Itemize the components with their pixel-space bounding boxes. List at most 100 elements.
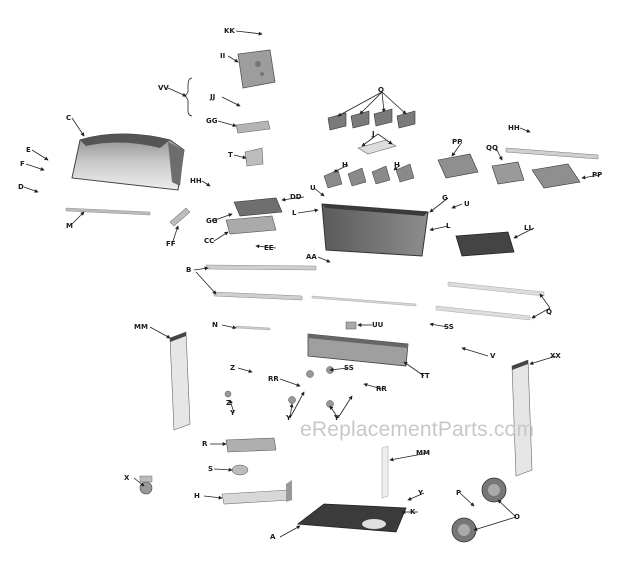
firebox-part	[321, 203, 429, 257]
leader-line	[281, 196, 305, 202]
part-label-gg-top: GG	[206, 117, 218, 125]
leader-line	[393, 164, 401, 171]
part-label-ff: FF	[166, 240, 176, 248]
leader-line	[473, 516, 517, 531]
part-label-a: A	[270, 533, 276, 541]
leader-line	[229, 399, 235, 414]
part-label-l: L	[292, 209, 297, 217]
part-label-ii: II	[220, 52, 226, 60]
part-label-y-left: Y	[230, 409, 236, 417]
leader-line	[221, 324, 237, 330]
control-plate-part	[237, 49, 276, 89]
leader-line	[381, 91, 386, 113]
leader-line	[461, 347, 489, 357]
lid-handle-part	[65, 207, 151, 216]
part-label-t: T	[228, 151, 233, 159]
bottom-shelf-part	[296, 503, 407, 533]
leader-line	[407, 492, 425, 501]
igniter-part	[345, 321, 357, 330]
part-label-tt: TT	[420, 372, 430, 380]
part-label-x: X	[124, 474, 130, 482]
part-label-n: N	[212, 321, 218, 329]
leader-line	[233, 154, 247, 160]
part-label-hh-right: HH	[508, 124, 520, 132]
leader-line	[237, 367, 253, 374]
part-label-h-top2: H	[394, 161, 400, 169]
leader-line	[71, 117, 85, 137]
leader-line	[133, 477, 145, 487]
part-label-mm-right: MM	[416, 449, 430, 457]
leader-line	[377, 133, 393, 145]
part-label-q: Q	[546, 308, 552, 316]
leader-line	[71, 211, 85, 225]
part-label-k: K	[410, 508, 416, 516]
manifold-part	[311, 295, 417, 307]
side-burner-part	[455, 231, 515, 257]
leader-line	[213, 467, 233, 472]
leader-line	[167, 87, 187, 97]
leader-line	[513, 227, 535, 239]
leader-line	[201, 180, 211, 187]
leader-line	[227, 55, 239, 63]
leader-line	[529, 355, 557, 365]
leader-line	[451, 141, 463, 157]
grill-lid-part	[71, 133, 185, 191]
part-label-mm-left: MM	[134, 323, 148, 331]
part-label-pp-left: PP	[452, 138, 463, 146]
leader-line	[539, 293, 551, 309]
leader-line	[361, 133, 379, 147]
leader-line	[213, 231, 229, 242]
part-label-qq: QQ	[486, 144, 498, 152]
part-label-cc: CC	[204, 237, 215, 245]
watermark: eReplacementParts.com	[300, 418, 535, 441]
warming-rack-part	[505, 147, 599, 160]
heat-tent-part	[357, 139, 397, 155]
part-label-p: P	[456, 489, 462, 497]
cooking-grate-parts	[437, 153, 581, 189]
leader-line	[337, 91, 383, 117]
leader-line	[171, 225, 179, 245]
leader-line	[289, 403, 294, 419]
leader-line	[279, 525, 301, 538]
leader-line	[221, 96, 241, 107]
part-label-y-mid: Y	[286, 414, 292, 422]
leader-line	[363, 382, 383, 390]
leader-line	[389, 452, 429, 462]
part-label-d: D	[18, 183, 24, 191]
leader-line	[333, 164, 349, 173]
leader-line	[329, 405, 339, 419]
part-label-h-bottom: H	[194, 492, 200, 500]
part-label-kk: KK	[224, 27, 235, 35]
caster-part	[139, 475, 153, 495]
part-label-g: G	[442, 194, 448, 202]
part-label-e: E	[26, 146, 31, 154]
part-label-ll: LL	[524, 224, 533, 232]
part-label-m-left: M	[66, 222, 73, 230]
burner-parts	[327, 108, 416, 131]
part-label-y-right: Y	[334, 414, 340, 422]
leader-line	[329, 367, 349, 372]
leader-line	[317, 256, 331, 263]
leader-line	[289, 391, 305, 419]
part-label-dd: DD	[290, 193, 302, 201]
leader-line	[23, 186, 39, 193]
leader-line	[459, 492, 475, 507]
leader-line	[519, 127, 531, 133]
leader-line	[149, 326, 171, 339]
leader-line	[495, 147, 503, 161]
leader-line	[31, 149, 49, 161]
leg-panel-parts	[169, 331, 533, 499]
leader-line	[195, 271, 217, 295]
part-label-ss-mid: SS	[344, 364, 354, 372]
part-label-r: R	[202, 440, 208, 448]
part-label-h-top1: H	[342, 161, 348, 169]
leader-line	[581, 174, 601, 180]
leader-line	[403, 361, 425, 377]
part-label-u: U	[310, 184, 316, 192]
part-label-j: J	[372, 130, 375, 138]
leader-line	[429, 197, 449, 213]
leader-line	[451, 203, 463, 209]
right-rail-parts	[435, 281, 545, 321]
